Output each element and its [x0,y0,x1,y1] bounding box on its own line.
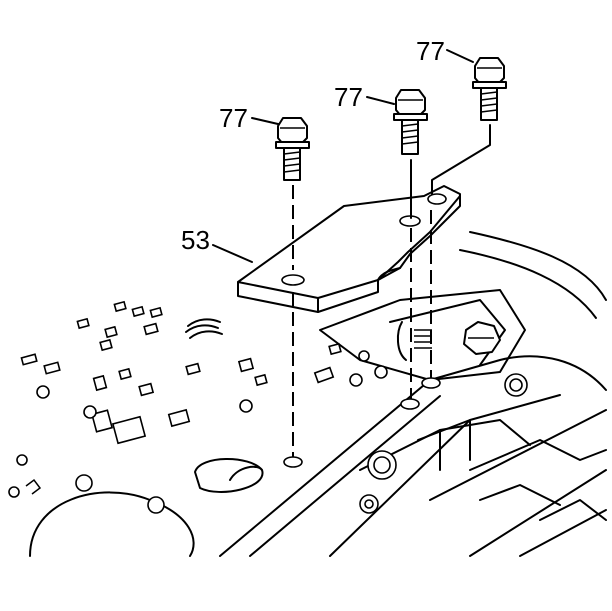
callout-bolt-middle: 77 [334,82,363,112]
callout-bracket: 53 [181,225,210,255]
valve-body-housing [219,231,607,557]
plate-marking-icon [185,318,223,339]
bracket-53 [237,185,461,313]
separator-plate [8,300,388,557]
bolt-left-icon [275,117,310,181]
bolt-right-icon [472,57,507,121]
callout-bolt-right: 77 [416,36,445,66]
bracket-hole-right [427,193,447,205]
callout-bolt-left: 77 [219,103,248,133]
bolt-middle-icon [393,89,428,155]
callout-leaders [212,49,474,263]
alignment-lines [283,124,491,468]
bracket-hole-left [281,274,305,286]
